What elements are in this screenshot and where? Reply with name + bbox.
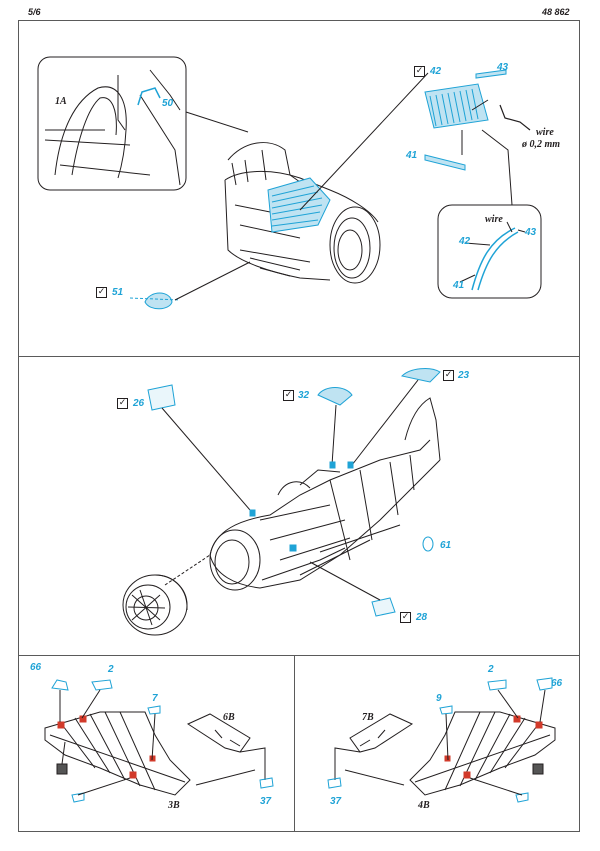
left-wing [44, 711, 191, 796]
checkbox-icon: ✓ [283, 390, 294, 401]
inset-1a-box [37, 56, 187, 191]
wire-label: wire [536, 127, 554, 138]
right-wing [409, 711, 556, 796]
part-43-label: 43 [497, 62, 509, 73]
wire-size-label: ø 0,2 mm [522, 139, 561, 150]
engine-cowling [122, 574, 188, 636]
right-part-37-label: 37 [330, 796, 342, 807]
divider-top [18, 356, 580, 357]
left-part-6b-label: 6B [223, 712, 235, 723]
part-61-label: 61 [440, 540, 452, 551]
right-part-7b-label: 7B [362, 712, 374, 723]
part-32-label: 32 [298, 390, 310, 401]
left-part-2-label: 2 [108, 664, 114, 675]
part-50-label: 50 [162, 98, 174, 109]
right-assembly-label: 4B [418, 800, 430, 811]
divider-bottom [18, 655, 580, 656]
part-51-label: 51 [112, 287, 124, 298]
inset-part-42-label: 42 [459, 236, 471, 247]
checkbox-icon: ✓ [96, 287, 107, 298]
left-assembly-label: 3B [168, 800, 180, 811]
left-part-7-label: 7 [152, 693, 158, 704]
checkbox-icon: ✓ [443, 370, 454, 381]
part-28-label: 28 [416, 612, 428, 623]
left-part-66-label: 66 [30, 662, 42, 673]
checkbox-icon: ✓ [400, 612, 411, 623]
checkbox-icon: ✓ [117, 398, 128, 409]
inset-1a-label: 1A [55, 96, 67, 107]
part-41-label: 41 [406, 150, 418, 161]
fuselage-top [224, 142, 381, 284]
checkbox-icon: ✓ [414, 66, 425, 77]
catalog-number: 48 862 [542, 7, 570, 17]
inset-part-43-label: 43 [525, 227, 537, 238]
part-42-label: 42 [430, 66, 442, 77]
divider-vertical [294, 655, 295, 832]
right-part-2-label: 2 [488, 664, 494, 675]
left-part-37-label: 37 [260, 796, 272, 807]
aircraft-side [209, 397, 441, 591]
part-23-label: 23 [458, 370, 470, 381]
inset-wire-box [437, 204, 542, 299]
page-number: 5/6 [28, 7, 41, 17]
right-part-66-label: 66 [551, 678, 563, 689]
part-26-label: 26 [133, 398, 145, 409]
inset-wire-label: wire [485, 214, 503, 225]
inset-part-41-label: 41 [453, 280, 465, 291]
page-frame [18, 20, 580, 832]
inset-1a-canopy [54, 86, 127, 179]
right-part-9-label: 9 [436, 693, 442, 704]
